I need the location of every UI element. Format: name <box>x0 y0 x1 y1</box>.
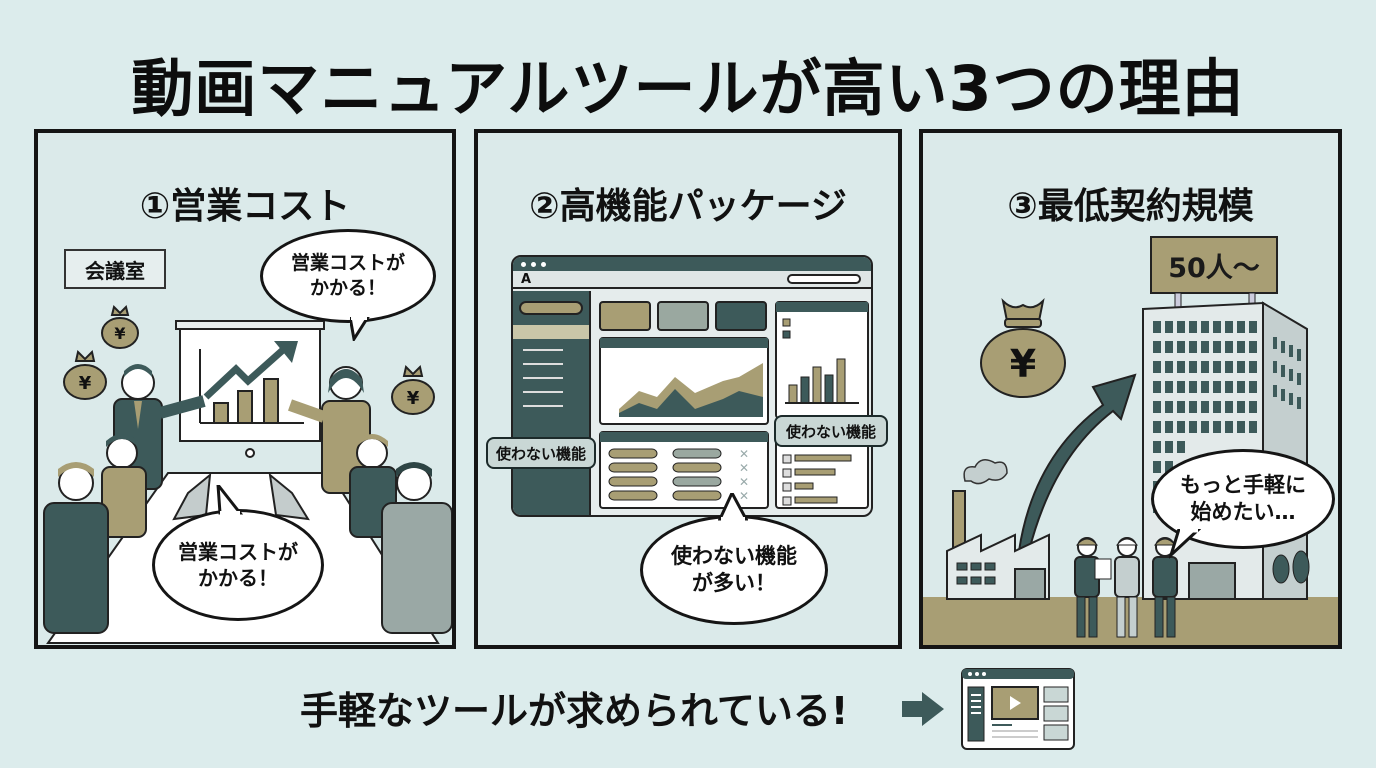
bubble-tail <box>350 317 370 341</box>
yen-symbol: ¥ <box>1010 342 1036 386</box>
panel-title: ②高機能パッケージ <box>529 186 847 227</box>
stat-card <box>657 301 709 331</box>
meeting-room-sign: 会議室 <box>64 249 166 289</box>
money-bag-yen-icon: ¥ <box>980 297 1066 398</box>
window-dot-icon <box>521 261 526 267</box>
window-titlebar <box>513 257 871 271</box>
unused-feature-tag: 使わない機能 <box>774 415 888 447</box>
speech-bubble: 使わない機能 が多い！ <box>640 515 828 625</box>
app-logo: A <box>521 272 532 287</box>
bubble-tail <box>718 493 748 521</box>
sidebar-item-active <box>513 325 589 339</box>
svg-text:¥: ¥ <box>407 388 420 409</box>
panel-high-function-package: ②高機能パッケージ A <box>474 129 902 649</box>
conclusion-text: 手軽なツールが求められている! <box>300 689 849 733</box>
window-dot-icon <box>541 261 546 267</box>
app-header: A <box>513 271 871 289</box>
main-title: 動画マニュアルツールが高い3つの理由 <box>131 52 1245 125</box>
svg-text:✕: ✕ <box>739 489 749 503</box>
svg-text:✕: ✕ <box>739 475 749 489</box>
money-bag-yen-icon: ¥ <box>391 365 435 415</box>
search-input <box>787 274 861 284</box>
app-window-mock: A <box>511 255 873 517</box>
panel-minimum-contract-size: ③最低契約規模 50人～ ¥ <box>919 129 1342 649</box>
panel-title: ①営業コスト <box>139 186 351 227</box>
workers-illustration <box>1074 537 1178 638</box>
area-chart-widget <box>599 337 769 425</box>
bar-chart-widget <box>775 301 869 419</box>
unused-feature-tag: 使わない機能 <box>486 437 596 469</box>
panel-title: ③最低契約規模 <box>1007 186 1254 227</box>
svg-text:¥: ¥ <box>79 373 92 394</box>
sidebar-item <box>523 405 563 407</box>
money-bag-yen-icon: ¥ <box>63 350 107 400</box>
stat-card <box>715 301 767 331</box>
sidebar-item <box>523 363 563 365</box>
sidebar-item <box>523 349 563 351</box>
building-sign-label: 50人～ <box>1168 252 1260 284</box>
svg-text:✕: ✕ <box>739 461 749 475</box>
svg-text:¥: ¥ <box>114 324 125 343</box>
video-tool-window-icon <box>961 668 1075 750</box>
factory-icon <box>946 459 1050 600</box>
sidebar-button <box>519 301 583 315</box>
curved-arrow-icon <box>1017 373 1137 552</box>
sidebar-item <box>523 391 563 393</box>
window-dot-icon <box>531 261 536 267</box>
stat-card <box>599 301 651 331</box>
speech-bubble: 営業コストが かかる！ <box>260 229 436 323</box>
bubble-tail <box>1169 529 1201 559</box>
feature-list-widget: ✕ ✕ ✕ ✕ <box>599 431 769 509</box>
panel-sales-cost: ①営業コスト 会議室 ¥ ¥ ¥ <box>34 129 456 649</box>
sidebar-item <box>523 377 563 379</box>
bubble-tail <box>216 485 244 515</box>
money-bag-yen-icon: ¥ <box>101 305 139 349</box>
app-sidebar <box>513 291 591 515</box>
svg-text:✕: ✕ <box>739 447 749 461</box>
speech-bubble: 営業コストが かかる！ <box>152 509 324 621</box>
right-arrow-icon <box>902 692 944 726</box>
presentation-board-icon <box>175 320 325 458</box>
